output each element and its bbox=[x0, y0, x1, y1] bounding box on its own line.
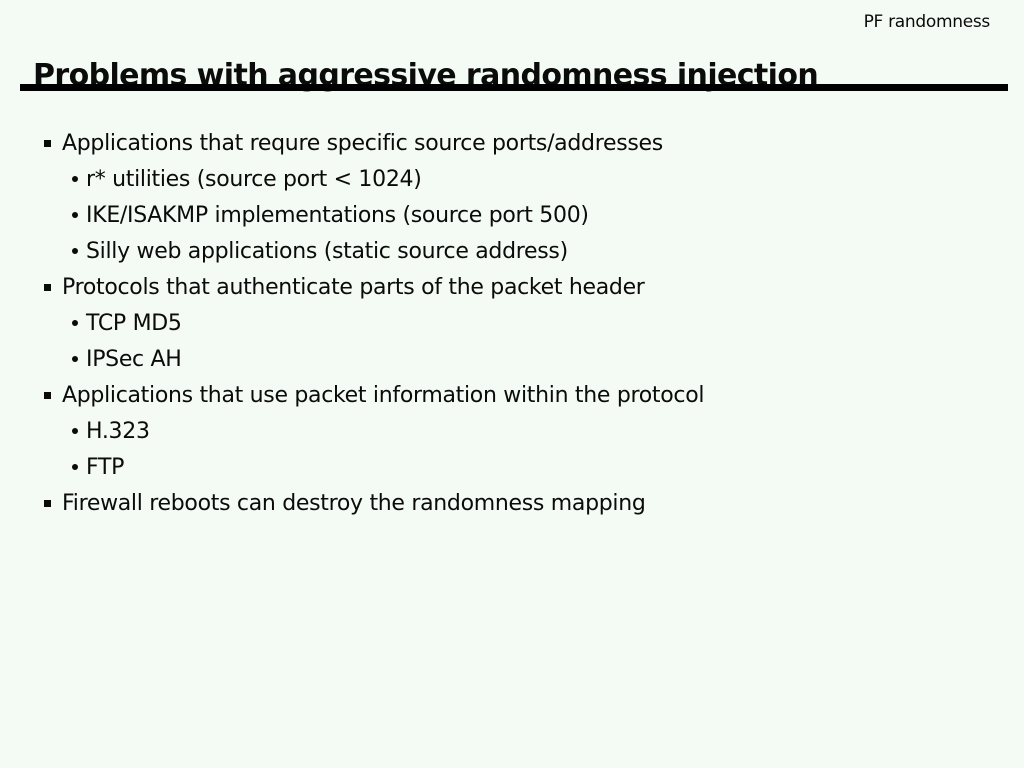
bullet-dot-icon bbox=[72, 248, 78, 254]
bullet-subitem: Silly web applications (static source ad… bbox=[0, 233, 1024, 269]
bullet-dot-icon bbox=[72, 212, 78, 218]
bullet-square-icon bbox=[44, 284, 51, 291]
bullet-dot-icon bbox=[72, 464, 78, 470]
bullet-subitem: TCP MD5 bbox=[0, 305, 1024, 341]
bullet-text: FTP bbox=[86, 454, 125, 480]
bullet-square-icon bbox=[44, 392, 51, 399]
bullet-text: Applications that use packet information… bbox=[62, 382, 705, 408]
bullet-text: TCP MD5 bbox=[86, 310, 182, 336]
title-underline-rule bbox=[20, 84, 1008, 91]
bullet-subitem: r* utilities (source port < 1024) bbox=[0, 161, 1024, 197]
bullet-item: Firewall reboots can destroy the randomn… bbox=[0, 485, 1024, 521]
bullet-subitem: H.323 bbox=[0, 413, 1024, 449]
bullet-item: Protocols that authenticate parts of the… bbox=[0, 269, 1024, 305]
bullet-text: IPSec AH bbox=[86, 346, 182, 372]
bullet-text: Protocols that authenticate parts of the… bbox=[62, 274, 645, 300]
bullet-dot-icon bbox=[72, 320, 78, 326]
bullet-square-icon bbox=[44, 500, 51, 507]
bullet-square-icon bbox=[44, 140, 51, 147]
bullet-text: Silly web applications (static source ad… bbox=[86, 238, 568, 264]
bullet-dot-icon bbox=[72, 356, 78, 362]
bullet-text: IKE/ISAKMP implementations (source port … bbox=[86, 202, 589, 228]
bullet-text: r* utilities (source port < 1024) bbox=[86, 166, 422, 192]
bullet-subitem: IKE/ISAKMP implementations (source port … bbox=[0, 197, 1024, 233]
bullet-subitem: FTP bbox=[0, 449, 1024, 485]
slide-corner-label: PF randomness bbox=[863, 12, 991, 32]
bullet-item: Applications that use packet information… bbox=[0, 377, 1024, 413]
bullet-item: Applications that requre specific source… bbox=[0, 125, 1024, 161]
bullet-text: Firewall reboots can destroy the randomn… bbox=[62, 490, 646, 516]
bullet-text: Applications that requre specific source… bbox=[62, 130, 663, 156]
bullet-subitem: IPSec AH bbox=[0, 341, 1024, 377]
bullet-dot-icon bbox=[72, 428, 78, 434]
bullet-text: H.323 bbox=[86, 418, 150, 444]
bullet-list: Applications that requre specific source… bbox=[0, 125, 1024, 521]
bullet-dot-icon bbox=[72, 176, 78, 182]
